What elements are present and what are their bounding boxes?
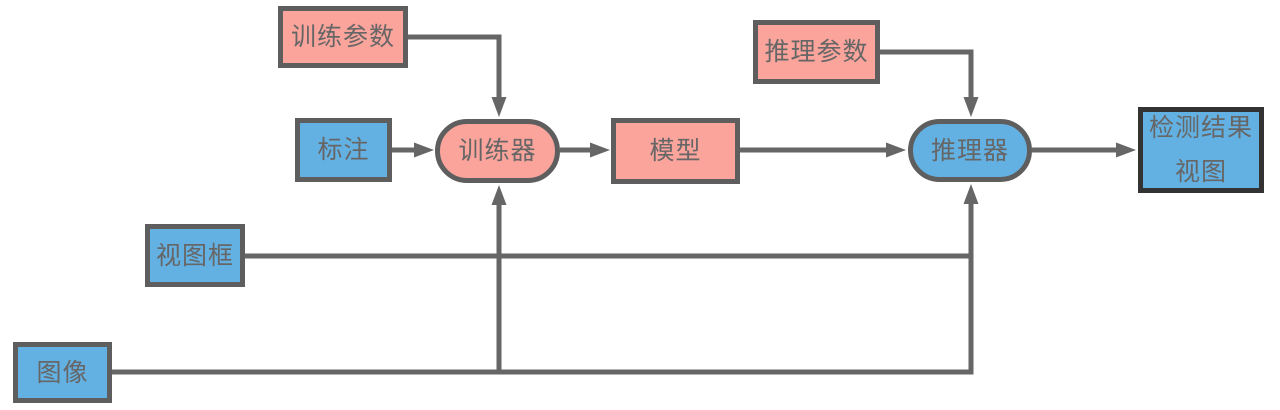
connector-infer-params-to-inferencer bbox=[880, 49, 974, 99]
node-train-params-label: 训练参数 bbox=[290, 22, 395, 51]
node-view-frame[interactable]: 视图框 bbox=[145, 224, 245, 287]
node-infer-params[interactable]: 推理参数 bbox=[753, 20, 880, 84]
node-image[interactable]: 图像 bbox=[13, 342, 112, 403]
node-model-label: 模型 bbox=[649, 136, 702, 165]
node-result-view[interactable]: 检测结果 视图 bbox=[1138, 107, 1264, 193]
arrowhead-into-model-left bbox=[590, 142, 610, 158]
node-view-frame-label: 视图框 bbox=[155, 240, 234, 270]
node-inferencer[interactable]: 推理器 bbox=[908, 119, 1032, 182]
arrowhead-into-inferencer-bottom bbox=[963, 184, 979, 204]
node-result-view-label-line1: 检测结果 bbox=[1148, 113, 1253, 142]
arrowhead-into-trainer-left bbox=[414, 142, 434, 158]
node-image-label: 图像 bbox=[36, 357, 89, 387]
connector-image-to-inferencer bbox=[112, 202, 974, 375]
arrowhead-into-trainer-bottom bbox=[491, 185, 507, 205]
arrowhead-into-inferencer-top bbox=[963, 97, 979, 117]
node-trainer[interactable]: 训练器 bbox=[435, 119, 560, 183]
node-annotation-label: 标注 bbox=[317, 135, 370, 164]
node-trainer-label: 训练器 bbox=[458, 136, 537, 165]
node-inferencer-label: 推理器 bbox=[930, 135, 1009, 165]
arrowhead-into-result-view-left bbox=[1116, 142, 1136, 158]
node-model[interactable]: 模型 bbox=[611, 118, 740, 184]
arrowhead-into-inferencer-left bbox=[886, 142, 906, 158]
arrowhead-into-trainer-top bbox=[491, 97, 507, 117]
node-train-params[interactable]: 训练参数 bbox=[278, 6, 408, 68]
connector-train-params-to-trainer bbox=[408, 34, 502, 98]
node-infer-params-label: 推理参数 bbox=[764, 37, 869, 66]
node-annotation[interactable]: 标注 bbox=[295, 118, 392, 182]
node-result-view-label-line2: 视图 bbox=[1174, 157, 1227, 186]
